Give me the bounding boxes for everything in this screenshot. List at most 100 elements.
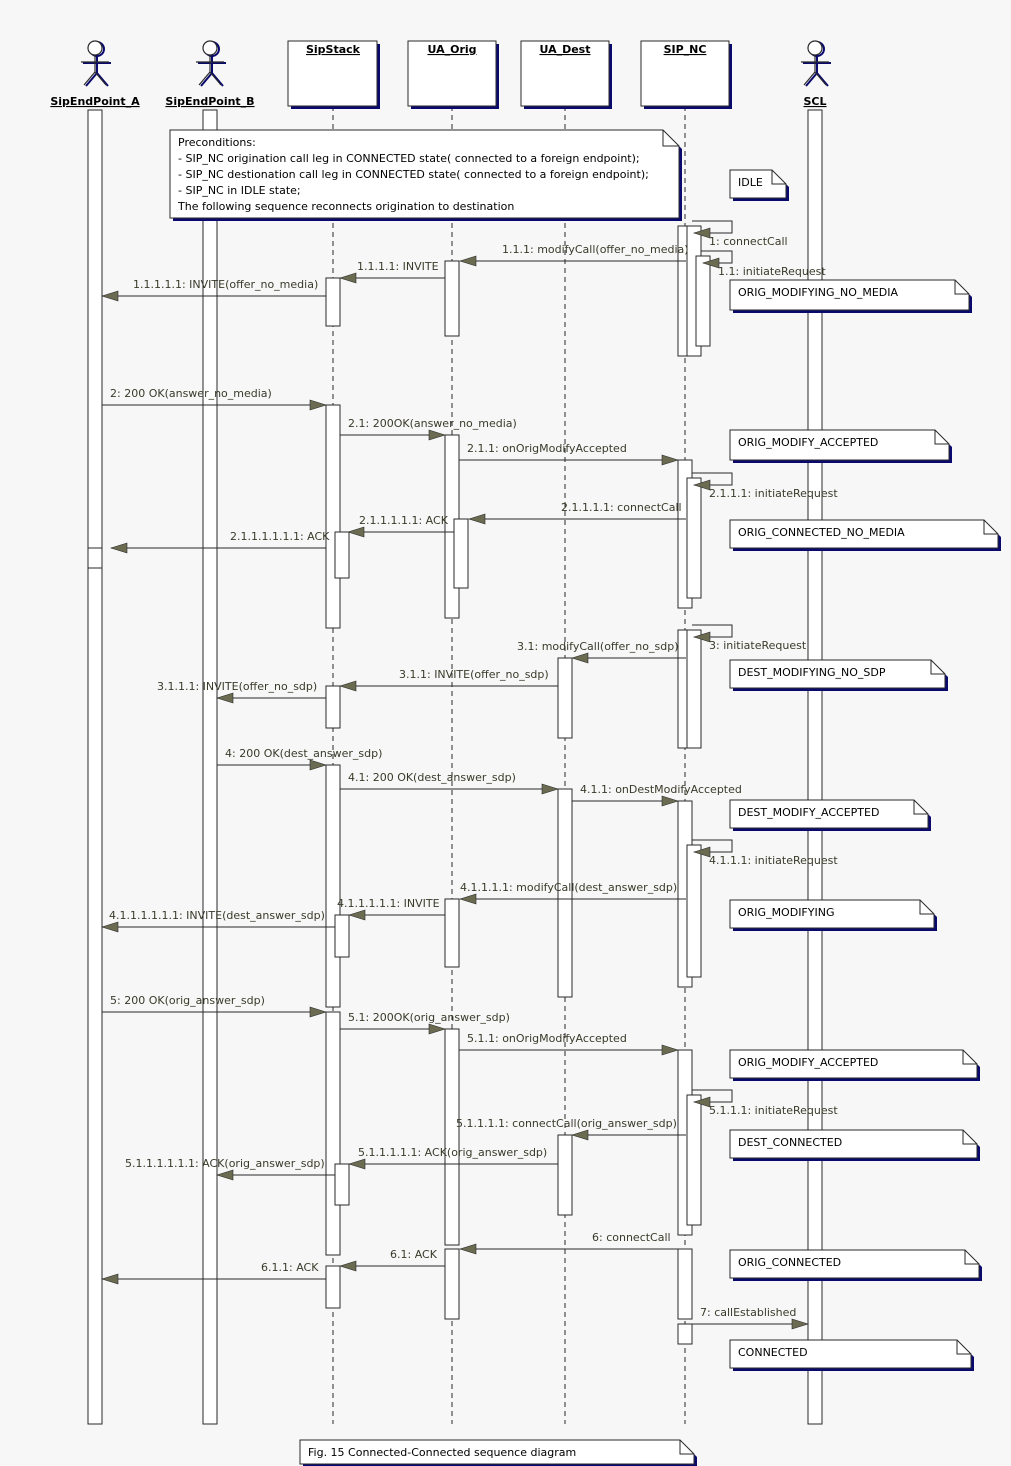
- preconditions-note-text: - SIP_NC origination call leg in CONNECT…: [178, 152, 640, 165]
- state-note-dest-modifying-no-sdp-text: DEST_MODIFYING_NO_SDP: [738, 666, 886, 679]
- message-27: 5.1.1.1: initiateRequest: [692, 1089, 838, 1117]
- message-12: 2.1.1.1.1.1.1: ACK: [109, 530, 330, 554]
- participant-label: SCL: [803, 95, 826, 108]
- activation-bar: [444, 1028, 460, 1246]
- message-label: 4: 200 OK(dest_answer_sdp): [225, 747, 382, 760]
- message-13: 3: initiateRequest: [692, 624, 807, 652]
- state-note-orig-modifying-no-media-text: ORIG_MODIFYING_NO_MEDIA: [738, 286, 899, 299]
- message-label: 6.1: ACK: [390, 1248, 438, 1261]
- figure-caption: Fig. 15 Connected-Connected sequence dia…: [299, 1439, 697, 1466]
- message-16: 3.1.1.1: INVITE(offer_no_sdp): [157, 680, 326, 704]
- state-note-orig-modify-accepted: ORIG_MODIFY_ACCEPTED: [729, 1049, 980, 1081]
- participant-ua-dest: UA_Dest: [520, 40, 612, 109]
- state-note-dest-modify-accepted: DEST_MODIFY_ACCEPTED: [729, 799, 931, 831]
- participant-label: SipEndPoint_A: [50, 95, 140, 108]
- activation-bar: [334, 914, 350, 958]
- message-label: 4.1: 200 OK(dest_answer_sdp): [348, 771, 516, 784]
- activation-bar: [453, 518, 469, 589]
- message-label: 4.1.1.1.1: modifyCall(dest_answer_sdp): [460, 881, 677, 894]
- message-14: 3.1: modifyCall(offer_no_sdp): [517, 640, 686, 664]
- activation-bar: [325, 404, 341, 629]
- notes: Preconditions: - SIP_NC origination call …: [169, 129, 1001, 1466]
- state-note-orig-modify-accepted-text: ORIG_MODIFY_ACCEPTED: [738, 1056, 878, 1069]
- message-4: 1.1.1.1: INVITE: [338, 260, 445, 284]
- message-label: 1.1.1.1.1: INVITE(offer_no_media): [133, 278, 318, 291]
- message-5: 1.1.1.1.1: INVITE(offer_no_media): [100, 278, 326, 302]
- state-note-orig-connected-no-media-text: ORIG_CONNECTED_NO_MEDIA: [738, 526, 905, 539]
- message-label: 5.1.1.1.1.1: ACK(orig_answer_sdp): [358, 1146, 547, 1159]
- participant-label: SipEndPoint_B: [165, 95, 254, 108]
- message-label: 5.1.1.1: initiateRequest: [709, 1104, 838, 1117]
- state-note-orig-modifying: ORIG_MODIFYING: [729, 899, 937, 931]
- participant-label: UA_Orig: [427, 43, 476, 56]
- participant-heads: SipEndPoint_A SipEndPoint_B SipStack UA_Ori…: [50, 40, 831, 109]
- message-30: 5.1.1.1.1.1.1: ACK(orig_answer_sdp): [125, 1157, 335, 1181]
- message-label: 4.1.1.1: initiateRequest: [709, 854, 838, 867]
- activation-bar: [557, 1134, 573, 1216]
- activation-bar: [444, 260, 460, 337]
- activation-bar: [87, 109, 103, 1425]
- participant-ua-orig: UA_Orig: [407, 40, 499, 109]
- message-label: 3.1.1: INVITE(offer_no_sdp): [399, 668, 549, 681]
- message-label: 2.1.1.1.1.1.1: ACK: [230, 530, 330, 543]
- message-34: 7: callEstablished: [692, 1306, 810, 1330]
- message-21: 4.1.1.1.1: modifyCall(dest_answer_sdp): [458, 881, 686, 905]
- activation-bar: [677, 1248, 693, 1320]
- preconditions-note-text: - SIP_NC destionation call leg in CONNEC…: [178, 168, 649, 181]
- message-label: 4.1.1.1.1.1.1: INVITE(dest_answer_sdp): [109, 909, 325, 922]
- message-17: 4: 200 OK(dest_answer_sdp): [217, 747, 382, 771]
- message-label: 2.1: 200OK(answer_no_media): [348, 417, 517, 430]
- message-label: 1: connectCall: [709, 235, 788, 248]
- state-note-orig-modify-accepted: ORIG_MODIFY_ACCEPTED: [729, 429, 952, 463]
- activation-bar: [686, 477, 702, 599]
- state-note-dest-modifying-no-sdp: DEST_MODIFYING_NO_SDP: [729, 659, 948, 691]
- activation-bar: [686, 1094, 702, 1226]
- participant-sipendpoint-a: SipEndPoint_A: [50, 40, 140, 108]
- activation-bar: [334, 1163, 350, 1206]
- message-label: 7: callEstablished: [700, 1306, 796, 1319]
- state-note-orig-modifying-no-media: ORIG_MODIFYING_NO_MEDIA: [729, 279, 972, 313]
- state-note-orig-modifying-text: ORIG_MODIFYING: [738, 906, 834, 919]
- activation-bar: [334, 531, 350, 579]
- message-label: 2.1.1: onOrigModifyAccepted: [467, 442, 627, 455]
- activation-bar: [325, 685, 341, 729]
- preconditions-note: Preconditions: - SIP_NC origination call …: [169, 129, 682, 221]
- message-15: 3.1.1: INVITE(offer_no_sdp): [338, 668, 558, 692]
- message-label: 2.1.1.1.1.1: ACK: [359, 514, 449, 527]
- state-note-orig-connected-no-media: ORIG_CONNECTED_NO_MEDIA: [729, 519, 1001, 551]
- message-6: 2: 200 OK(answer_no_media): [102, 387, 328, 411]
- message-label: 2.1.1.1: initiateRequest: [709, 487, 838, 500]
- figure-caption-text: Fig. 15 Connected-Connected sequence dia…: [308, 1446, 576, 1459]
- message-label: 3: initiateRequest: [709, 639, 807, 652]
- participant-scl: SCL: [801, 40, 831, 108]
- message-label: 4.1.1: onDestModifyAccepted: [580, 783, 742, 796]
- participant-label: UA_Dest: [539, 43, 590, 56]
- message-33: 6.1.1: ACK: [100, 1261, 326, 1285]
- preconditions-note-text: The following sequence reconnects origin…: [177, 200, 514, 213]
- message-23: 4.1.1.1.1.1.1: INVITE(dest_answer_sdp): [100, 909, 335, 933]
- message-28: 5.1.1.1.1: connectCall(orig_answer_sdp): [456, 1117, 686, 1141]
- activation-bar: [444, 1248, 460, 1320]
- activation-bar: [695, 255, 711, 347]
- message-label: 2.1.1.1.1: connectCall: [561, 501, 682, 514]
- participant-label: SipStack: [306, 43, 361, 56]
- message-7: 2.1: 200OK(answer_no_media): [340, 417, 517, 441]
- message-22: 4.1.1.1.1.1: INVITE: [337, 897, 445, 921]
- preconditions-note-text: Preconditions:: [178, 136, 256, 149]
- message-label: 3.1: modifyCall(offer_no_sdp): [517, 640, 678, 653]
- activation-bar: [325, 764, 341, 1008]
- message-2: 1.1: initiateRequest: [701, 250, 826, 278]
- message-18: 4.1: 200 OK(dest_answer_sdp): [340, 771, 560, 795]
- activation-bar: [686, 629, 702, 749]
- message-label: 6.1.1: ACK: [261, 1261, 319, 1274]
- activation-bar: [677, 1323, 693, 1345]
- message-label: 1.1.1: modifyCall(offer_no_media): [502, 243, 689, 256]
- activation-bar: [557, 788, 573, 998]
- participant-sip-nc: SIP_NC: [640, 40, 732, 109]
- state-note-connected: CONNECTED: [729, 1339, 974, 1371]
- state-note-orig-connected-text: ORIG_CONNECTED: [738, 1256, 841, 1269]
- message-label: 5.1.1.1.1: connectCall(orig_answer_sdp): [456, 1117, 677, 1130]
- message-label: 1.1: initiateRequest: [718, 265, 826, 278]
- activation-bar: [87, 547, 103, 569]
- message-31: 6: connectCall: [458, 1231, 678, 1255]
